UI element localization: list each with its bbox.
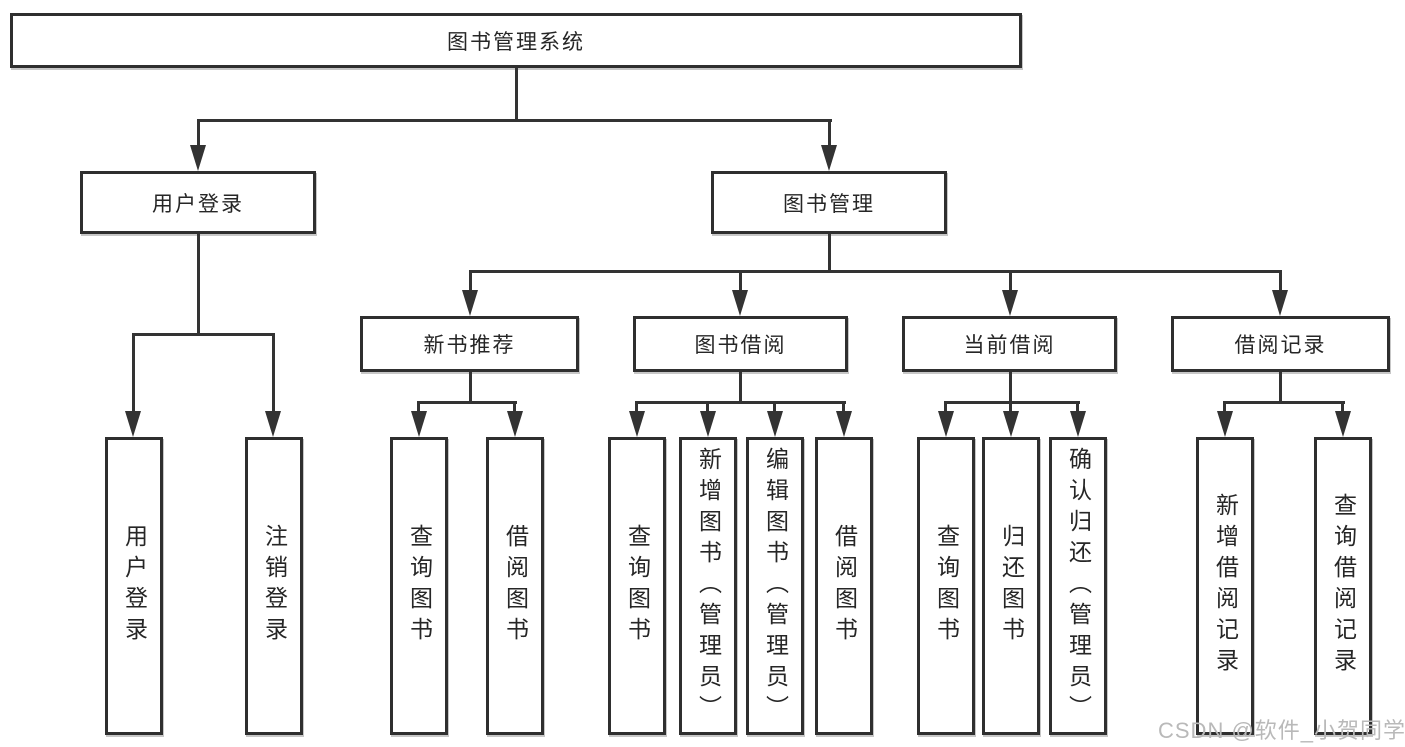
node-label: 归还图书 — [998, 524, 1025, 648]
node-label: 编辑图书（管理员） — [762, 446, 789, 726]
connector-line — [132, 333, 275, 336]
node-user-login: 用户登录 — [80, 171, 316, 234]
connector-line — [1009, 403, 1012, 417]
node-book-management: 图书管理 — [711, 171, 947, 234]
arrowhead-down-icon — [125, 411, 141, 437]
node-borrow-records: 借阅记录 — [1171, 316, 1390, 372]
connector-line — [828, 120, 831, 148]
connector-line — [515, 68, 518, 120]
node-new-book-recommend: 新书推荐 — [360, 316, 579, 372]
arrowhead-down-icon — [1217, 411, 1233, 437]
connector-line — [513, 403, 516, 417]
node-label: 借阅图书 — [831, 524, 858, 648]
arrowhead-down-icon — [836, 411, 852, 437]
node-label: 借阅记录 — [1234, 334, 1327, 357]
arrowhead-down-icon — [411, 411, 427, 437]
arrowhead-down-icon — [821, 145, 837, 171]
arrowhead-down-icon — [265, 411, 281, 437]
arrowhead-down-icon — [700, 411, 716, 437]
connector-line — [417, 403, 420, 417]
connector-line — [1279, 372, 1282, 403]
node-label: 用户登录 — [121, 524, 148, 648]
leaf-query-books-borrow: 查询图书 — [608, 437, 666, 735]
leaf-borrow-books-recommend: 借阅图书 — [486, 437, 544, 735]
connector-line — [635, 401, 846, 404]
leaf-return-books: 归还图书 — [982, 437, 1040, 735]
arrowhead-down-icon — [938, 411, 954, 437]
leaf-query-books-recommend: 查询图书 — [390, 437, 448, 735]
connector-line — [706, 403, 709, 417]
leaf-borrow-books: 借阅图书 — [815, 437, 873, 735]
leaf-query-books-current: 查询图书 — [917, 437, 975, 735]
node-label: 当前借阅 — [963, 334, 1056, 357]
connector-line — [197, 234, 200, 335]
node-label: 查询图书 — [933, 524, 960, 648]
node-label: 用户登录 — [152, 192, 244, 216]
connector-line — [1341, 403, 1344, 417]
connector-line — [197, 120, 200, 148]
arrowhead-down-icon — [1335, 411, 1351, 437]
node-book-management-system: 图书管理系统 — [10, 13, 1022, 68]
connector-line — [739, 272, 742, 294]
connector-line — [1223, 403, 1226, 417]
arrowhead-down-icon — [190, 145, 206, 171]
leaf-user-login: 用户登录 — [105, 437, 163, 735]
node-label: 图书借阅 — [694, 334, 787, 357]
node-label: 图书管理系统 — [447, 30, 585, 54]
arrowhead-down-icon — [732, 290, 748, 316]
connector-line — [773, 403, 776, 417]
connector-line — [944, 401, 1080, 404]
arrowhead-down-icon — [1272, 290, 1288, 316]
node-book-borrow: 图书借阅 — [633, 316, 848, 372]
connector-line — [944, 403, 947, 417]
connector-line — [1223, 401, 1345, 404]
connector-line — [272, 335, 275, 415]
connector-line — [635, 403, 638, 417]
node-label: 图书管理 — [783, 192, 875, 216]
watermark: CSDN @软件_小贺同学 — [1158, 718, 1405, 743]
leaf-add-books-admin: 新增图书（管理员） — [679, 437, 737, 735]
arrowhead-down-icon — [1070, 411, 1086, 437]
arrowhead-down-icon — [767, 411, 783, 437]
node-label: 查询借阅记录 — [1330, 493, 1357, 679]
connector-line — [739, 372, 742, 403]
leaf-logout: 注销登录 — [245, 437, 303, 735]
connector-line — [469, 270, 1282, 273]
arrowhead-down-icon — [1002, 290, 1018, 316]
connector-line — [1076, 403, 1079, 417]
node-label: 确认归还（管理员） — [1065, 446, 1092, 726]
connector-line — [132, 335, 135, 415]
connector-line — [1279, 272, 1282, 294]
connector-line — [469, 272, 472, 294]
node-label: 查询图书 — [624, 524, 651, 648]
connector-line — [197, 119, 832, 122]
node-label: 新增图书（管理员） — [695, 446, 722, 726]
node-label: 借阅图书 — [502, 524, 529, 648]
arrowhead-down-icon — [629, 411, 645, 437]
node-label: 查询图书 — [406, 524, 433, 648]
node-current-borrow: 当前借阅 — [902, 316, 1117, 372]
arrowhead-down-icon — [507, 411, 523, 437]
arrowhead-down-icon — [462, 290, 478, 316]
connector-line — [828, 234, 831, 272]
node-label: 注销登录 — [261, 524, 288, 648]
connector-line — [469, 372, 472, 403]
leaf-add-borrow-record: 新增借阅记录 — [1196, 437, 1254, 735]
node-label: 新书推荐 — [423, 334, 516, 357]
arrowhead-down-icon — [1003, 411, 1019, 437]
leaf-confirm-return-admin: 确认归还（管理员） — [1049, 437, 1107, 735]
connector-line — [417, 401, 517, 404]
connector-line — [1009, 272, 1012, 294]
connector-line — [842, 403, 845, 417]
connector-line — [1009, 372, 1012, 403]
leaf-edit-books-admin: 编辑图书（管理员） — [746, 437, 804, 735]
node-label: 新增借阅记录 — [1212, 493, 1239, 679]
leaf-query-borrow-record: 查询借阅记录 — [1314, 437, 1372, 735]
